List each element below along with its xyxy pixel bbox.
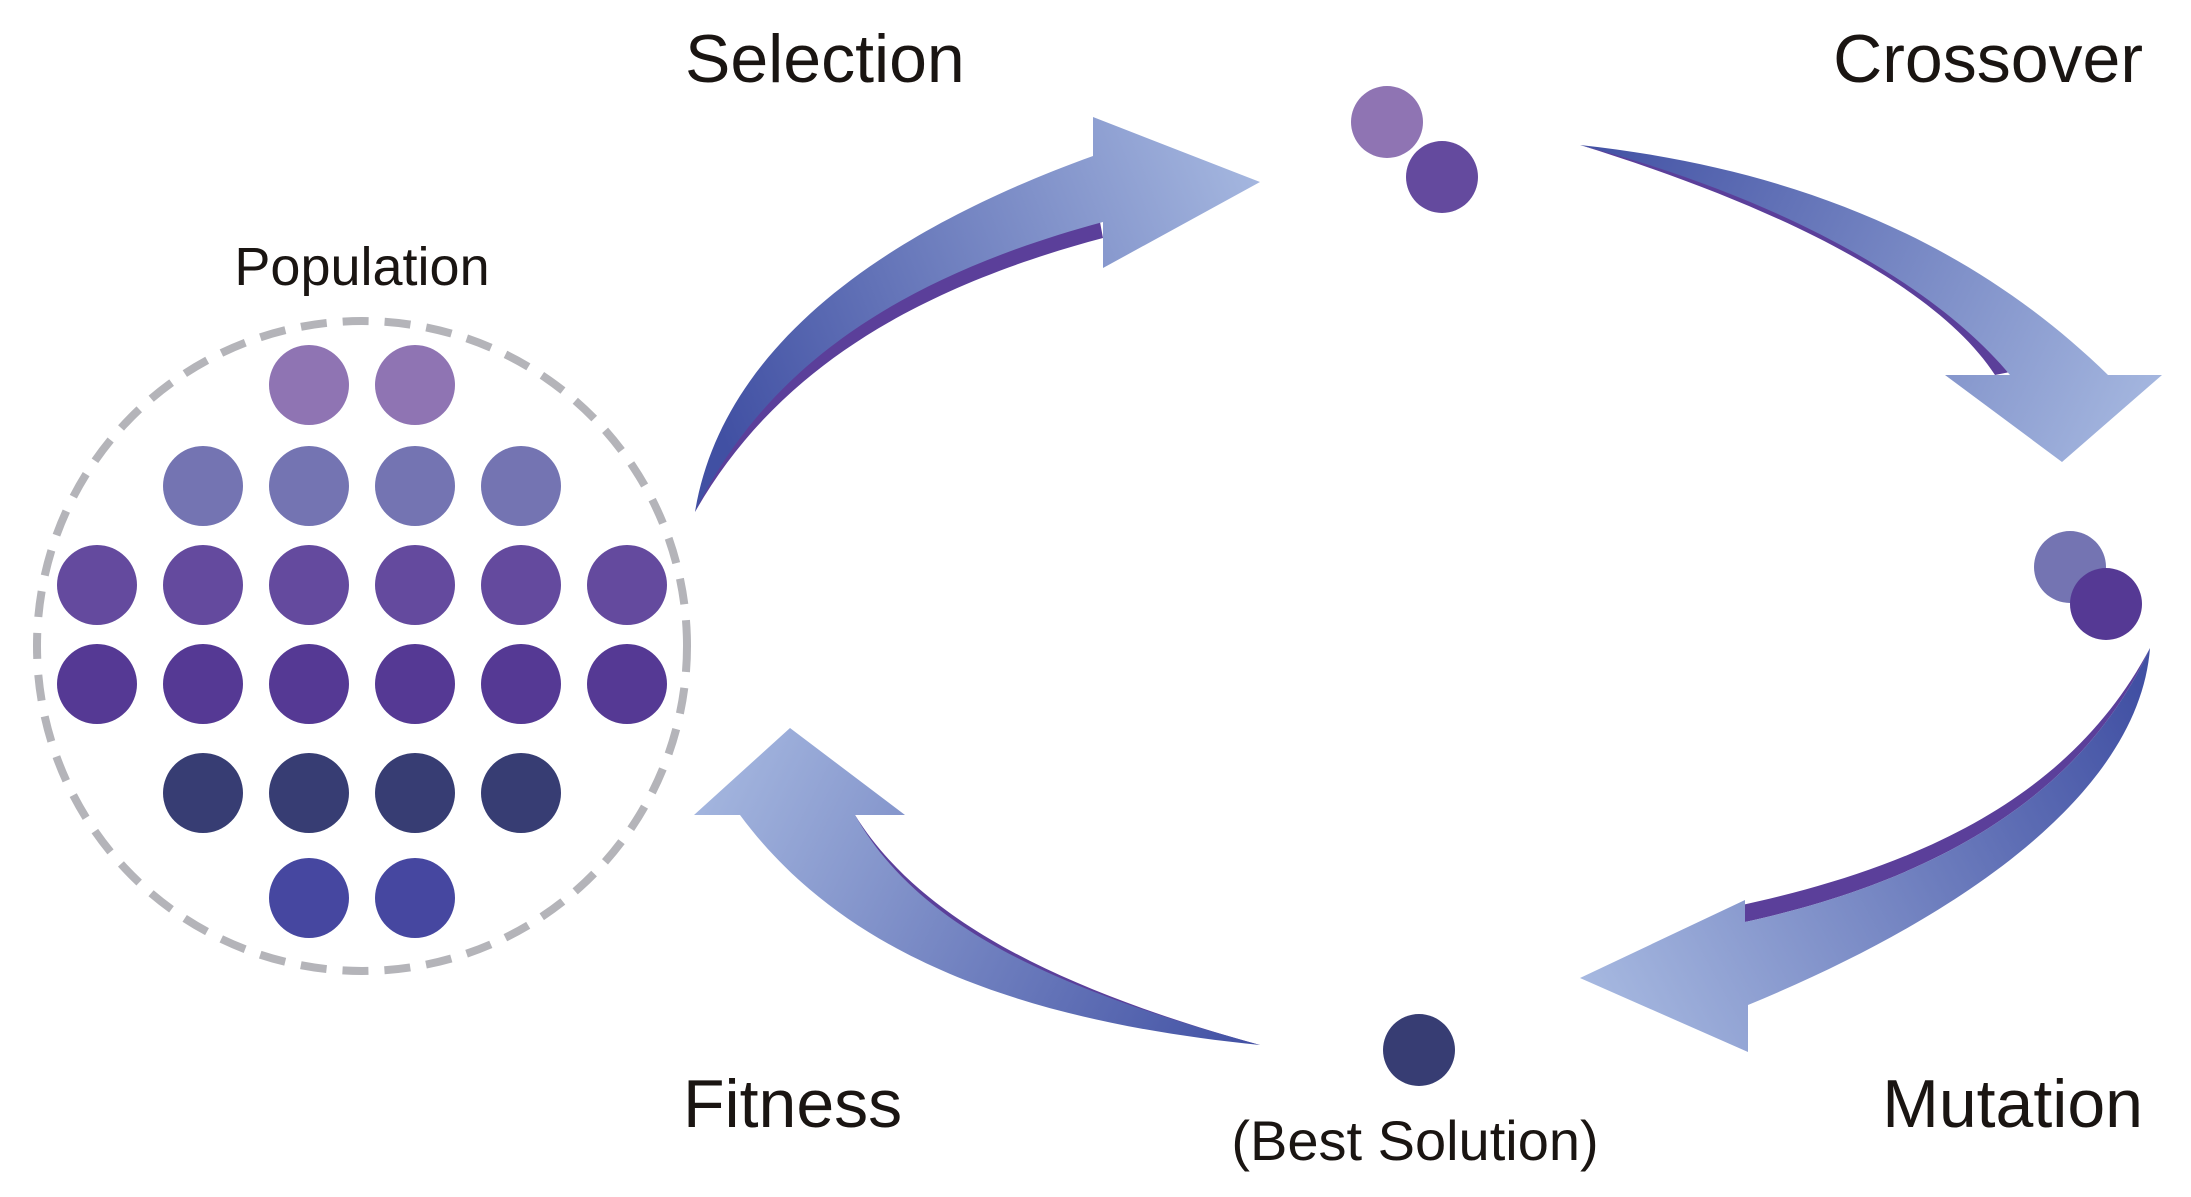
population-individual [587, 644, 667, 724]
population-individual [269, 858, 349, 938]
crossover-pair [2034, 531, 2142, 640]
population-individual [481, 753, 561, 833]
population-individual [375, 545, 455, 625]
population-individual [587, 545, 667, 625]
mutation-label: Mutation [1882, 1066, 2143, 1142]
crossover-arrow [1580, 145, 2162, 462]
fitness-arrow [694, 728, 1260, 1045]
population-ring [33, 317, 691, 975]
selected-pair [1351, 86, 1478, 213]
population-individual [481, 446, 561, 526]
population-individual [375, 858, 455, 938]
selected-individual-b [1406, 141, 1478, 213]
population-label: Population [234, 237, 489, 297]
population-individual [375, 644, 455, 724]
fitness-label: Fitness [683, 1066, 902, 1142]
population-individual [269, 644, 349, 724]
crossover-label: Crossover [1833, 21, 2143, 97]
population-individual [163, 753, 243, 833]
population-individual [481, 644, 561, 724]
mutation-arrow [1580, 648, 2150, 1052]
offspring-individual-b [2070, 568, 2142, 640]
population-individual [481, 545, 561, 625]
population-individual [375, 345, 455, 425]
population-individual [163, 446, 243, 526]
population-individual [269, 753, 349, 833]
selection-arrow [695, 117, 1260, 512]
population-individual [375, 753, 455, 833]
population-individual [269, 345, 349, 425]
population-individual [269, 446, 349, 526]
population-dots [57, 345, 667, 938]
population-individual [269, 545, 349, 625]
selected-individual-a [1351, 86, 1423, 158]
population-individual [57, 545, 137, 625]
population-individual [163, 644, 243, 724]
best-solution-individual [1383, 1014, 1455, 1086]
population-individual [163, 545, 243, 625]
population-individual [57, 644, 137, 724]
selection-label: Selection [685, 21, 965, 97]
population-individual [375, 446, 455, 526]
best-solution-label: (Best Solution) [1231, 1109, 1598, 1172]
